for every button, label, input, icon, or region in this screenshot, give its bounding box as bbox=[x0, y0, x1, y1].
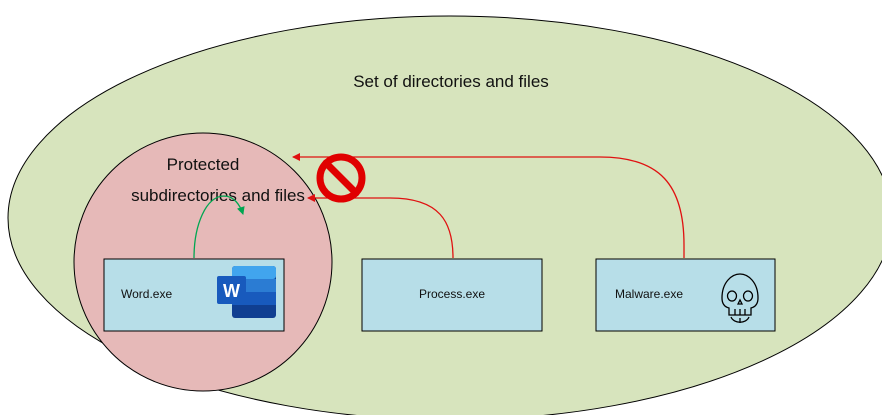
malware-blocked-arrow bbox=[292, 153, 685, 258]
process-box-malware: Malware.exe bbox=[595, 258, 776, 332]
process-blocked-arrow bbox=[307, 194, 454, 259]
no-entry-icon bbox=[316, 153, 366, 203]
outer-set-label: Set of directories and files bbox=[353, 72, 549, 91]
word-app-icon: W bbox=[217, 266, 276, 318]
process-label-process: Process.exe bbox=[419, 287, 485, 301]
process-label-malware: Malware.exe bbox=[615, 287, 683, 301]
process-label-word: Word.exe bbox=[121, 287, 172, 301]
protected-set-label-line2: subdirectories and files bbox=[131, 186, 305, 205]
protected-set-label-line1: Protected bbox=[167, 155, 240, 174]
svg-text:W: W bbox=[223, 281, 240, 301]
skull-icon bbox=[721, 273, 759, 323]
process-box-process: Process.exe bbox=[361, 258, 543, 332]
allowed-access-arrow bbox=[193, 195, 245, 259]
process-box-word: Word.exe W bbox=[103, 258, 285, 332]
